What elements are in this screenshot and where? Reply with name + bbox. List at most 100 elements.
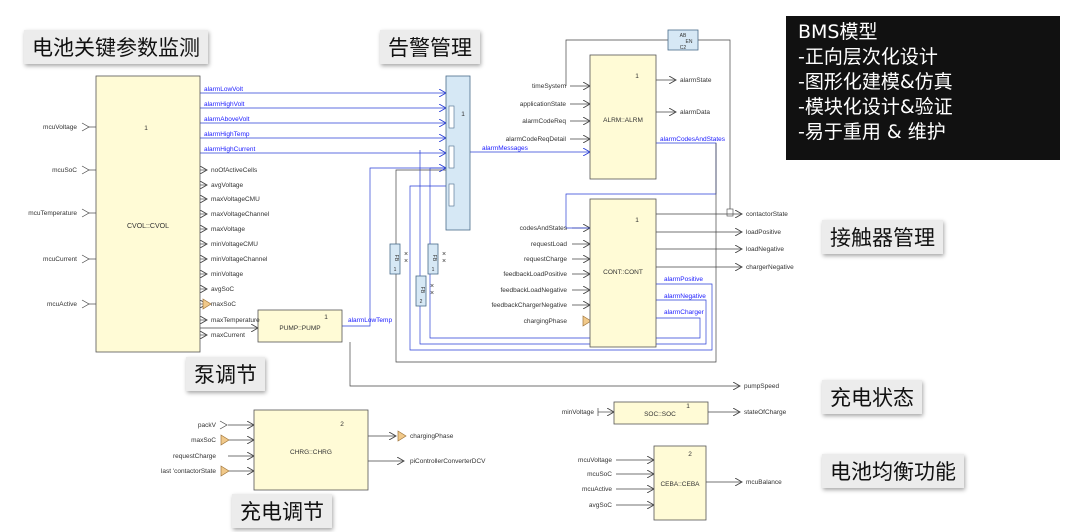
cvol-input-label: mcuActive: [47, 301, 77, 308]
callout-charge-reg: 充电调节: [232, 494, 332, 528]
fb-x: ×: [442, 251, 446, 258]
alarm-output-label: alarmHighTemp: [204, 131, 250, 138]
function-blocks: [95, 29, 709, 521]
bms-point: -正向层次化设计: [798, 46, 938, 68]
fb-x: ×: [442, 258, 446, 265]
cvol-output-label: minVoltageCMU: [211, 241, 258, 248]
port-labels: CVOL::CVOL1mcuVoltagemcuSoCmcuTemperatur…: [28, 33, 794, 509]
ceba-output-label: mcuBalance: [746, 479, 782, 486]
enable-block: [667, 29, 699, 51]
callout-alarm-mgmt: 告警管理: [380, 30, 480, 64]
callout-balance: 电池均衡功能: [822, 454, 964, 488]
alrm-name: ALRM::ALRM: [603, 117, 643, 124]
alrm-block: [589, 54, 657, 180]
chrg-input-label: packV: [198, 422, 217, 429]
cont-input-label: codesAndStates: [520, 225, 568, 232]
pump-name: PUMP::PUMP: [279, 325, 320, 332]
alarm-charger-loop: [429, 167, 701, 339]
alrm-output-label: alarmData: [680, 109, 710, 116]
cont-name: CONT::CONT: [603, 269, 643, 276]
cont-output-label: contactorState: [746, 211, 788, 218]
codes-loop-wire: [565, 142, 717, 229]
pump-block: [257, 309, 343, 343]
alrm-output-label: alarmState: [680, 77, 712, 84]
bus-slot: [448, 145, 455, 169]
chrg-block: [253, 409, 369, 491]
alrm-input-label: alarmCodeReqDetail: [506, 136, 567, 143]
soc-block: [613, 401, 709, 425]
cvol-input-label: mcuVoltage: [43, 124, 77, 131]
ceba-input-label: mcuSoC: [587, 471, 612, 478]
cvol-input-chevron: [81, 122, 90, 132]
cvol-output-label: avgSoC: [211, 286, 234, 293]
soc-name: SOC::SOC: [644, 411, 676, 418]
pump-blue-output: alarmLowTemp: [348, 317, 392, 324]
cvol-input-chevron: [81, 254, 90, 264]
cvol-output-label: minVoltageChannel: [211, 256, 268, 263]
chrg-name: CHRG::CHRG: [290, 449, 332, 456]
cont-output-label: chargerNegative: [746, 264, 794, 271]
feedback-index: 2: [420, 299, 423, 305]
chrg-input-chevron: [219, 420, 228, 430]
alarm-codes-loop-2: [395, 143, 717, 363]
cvol-index: 1: [144, 125, 148, 132]
fb-x: ×: [430, 290, 434, 297]
feedback-block: [427, 243, 439, 275]
alarm-messages-label: alarmMessages: [482, 145, 529, 152]
cvol-output-label: maxCurrent: [211, 332, 245, 339]
soc-output-label: stateOfCharge: [744, 409, 787, 416]
alrm-input-label: timeSystem: [532, 83, 566, 90]
bms-point: -图形化建模&仿真: [798, 71, 953, 93]
cont-input-label: feedbackLoadPositive: [503, 271, 567, 278]
feedback-label: FB: [393, 255, 399, 262]
chrg-input-label: maxSoC: [191, 437, 216, 444]
soc-input-label: minVoltage: [562, 409, 595, 416]
fb-x: ×: [404, 258, 408, 265]
cont-blue-output: alarmNegative: [664, 293, 706, 300]
alarm-output-label: alarmHighCurrent: [204, 146, 255, 153]
chargingphase-from: [582, 315, 592, 327]
cvol-input-label: mcuSoC: [52, 167, 77, 174]
alrm-blue-output: alarmCodesAndStates: [660, 136, 726, 143]
enable-bot: C2: [680, 45, 687, 51]
bus-slot: [448, 183, 455, 207]
cvol-output-label: minVoltage: [211, 271, 244, 278]
cvol-output-label: avgVoltage: [211, 182, 244, 189]
alrm-index: 1: [635, 73, 639, 80]
maxsoc-from: [220, 434, 230, 446]
cont-blue-output: alarmCharger: [664, 309, 705, 316]
cvol-output-label: maxVoltageChannel: [211, 211, 270, 218]
cvol-input-label: mcuTemperature: [28, 210, 77, 217]
alarm-positive-loop: [409, 185, 713, 351]
cvol-output-label: maxVoltageCMU: [211, 196, 260, 203]
cvol-output-label: maxSoC: [211, 301, 236, 308]
enable-top: AB: [680, 33, 687, 39]
feedback-label: FB: [431, 255, 437, 262]
cont-input-label: feedbackLoadNegative: [501, 287, 568, 294]
cont-input-label: requestCharge: [524, 256, 567, 263]
fb-x: ×: [430, 283, 434, 290]
pump-index: 1: [324, 314, 328, 321]
cont-input-label: requestLoad: [531, 241, 568, 248]
ceba-index: 2: [688, 451, 692, 458]
callout-charge-state: 充电状态: [822, 380, 922, 414]
ceba-block: [653, 445, 707, 521]
pump-output-label: pumpSpeed: [744, 383, 779, 390]
ceba-input-label: mcuActive: [582, 486, 612, 493]
cvol-block: [95, 75, 201, 353]
bms-point: -易于重用 & 维护: [798, 121, 946, 143]
feedback-index: 1: [432, 267, 435, 273]
cont-blue-output: alarmPositive: [664, 276, 703, 283]
chrg-output-label: chargingPhase: [410, 433, 454, 440]
cvol-input-label: mcuCurrent: [43, 256, 77, 263]
cont-input-label: chargingPhase: [524, 318, 568, 325]
contactor-feedback-wire: [698, 39, 731, 210]
enable-mid: EN: [686, 39, 693, 45]
alarm-output-label: alarmAboveVolt: [204, 116, 250, 123]
callout-contactor-mgmt: 接触器管理: [822, 220, 943, 254]
feedback-block: [389, 243, 401, 275]
signal-wires: [81, 39, 742, 505]
cont-block: [589, 198, 657, 348]
chrg-input-label: last 'contactorState: [161, 468, 216, 475]
chrg-output-label: piControllerConverterDCV: [410, 458, 486, 465]
